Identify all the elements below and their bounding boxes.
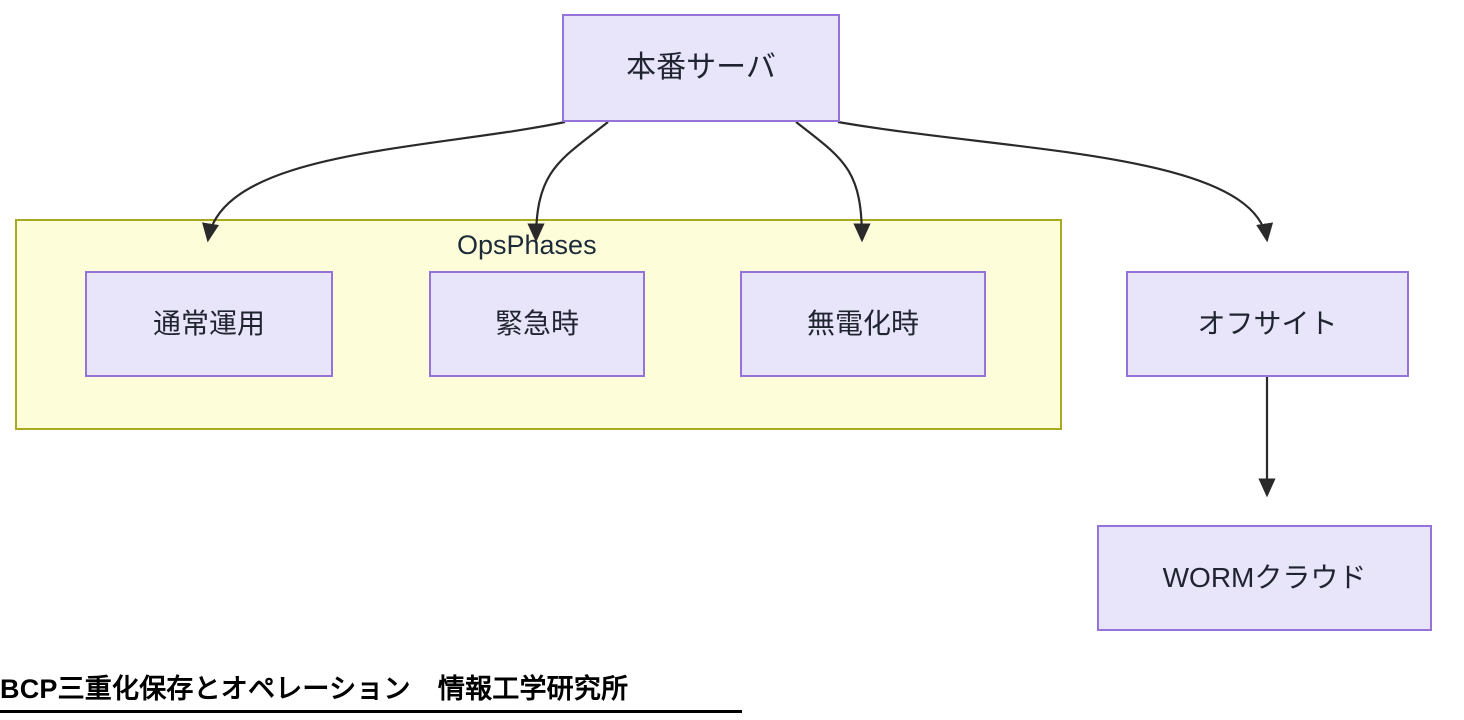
group-opsphases-label: OpsPhases <box>457 230 597 260</box>
node-power-outage[interactable]: 無電化時 <box>740 271 986 377</box>
node-prod-server[interactable]: 本番サーバ <box>562 14 840 122</box>
node-worm-cloud[interactable]: WORMクラウド <box>1097 525 1432 631</box>
node-normal-ops-label: 通常運用 <box>152 308 265 340</box>
node-emergency[interactable]: 緊急時 <box>429 271 645 377</box>
node-offsite-label: オフサイト <box>1197 308 1338 340</box>
node-normal-ops[interactable]: 通常運用 <box>85 271 333 377</box>
diagram-caption: BCP三重化保存とオペレーション 情報工学研究所 <box>0 667 742 713</box>
node-worm-cloud-label: WORMクラウド <box>1162 562 1367 594</box>
node-offsite[interactable]: オフサイト <box>1126 271 1409 377</box>
node-emergency-label: 緊急時 <box>494 308 579 340</box>
node-prod-server-label: 本番サーバ <box>626 51 776 84</box>
node-power-outage-label: 無電化時 <box>806 308 919 340</box>
